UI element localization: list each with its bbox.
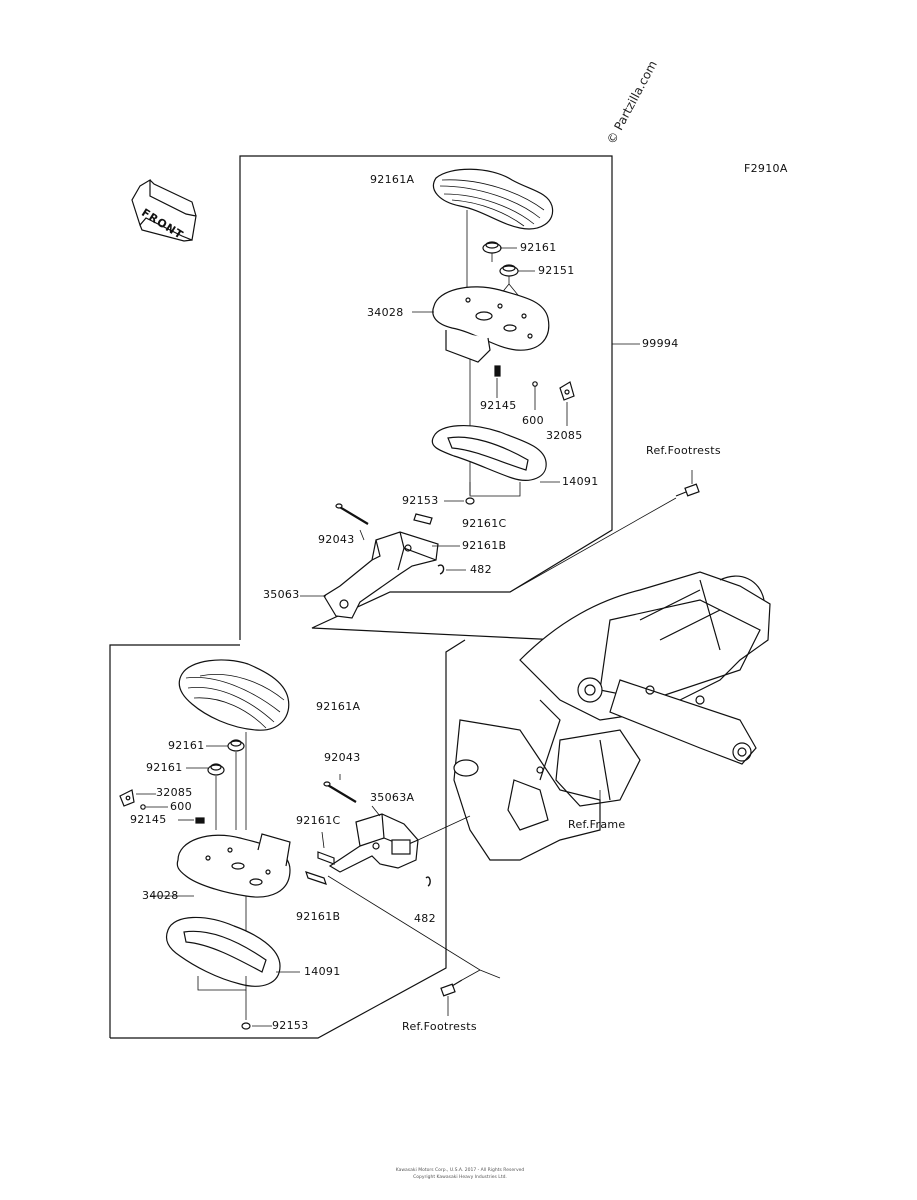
label-32085-lower: 32085	[156, 786, 193, 799]
label-ref-footrests-lower: Ref.Footrests	[402, 1020, 477, 1033]
label-92161-lower-2: 92161	[146, 761, 183, 774]
label-35063: 35063	[263, 588, 300, 601]
label-35063a: 35063A	[370, 791, 415, 804]
label-92043-upper: 92043	[318, 533, 355, 546]
holder-lower	[328, 813, 419, 873]
floorboard-pad-upper	[432, 168, 554, 230]
label-92161-upper: 92161	[520, 241, 557, 254]
holder-upper	[323, 531, 439, 619]
label-92161b-upper: 92161B	[462, 539, 507, 552]
damper-c-upper	[413, 513, 433, 525]
damper-lower	[207, 739, 245, 776]
label-92161-lower-1: 92161	[168, 739, 205, 752]
label-14091-upper: 14091	[562, 475, 599, 488]
footrest-bolt-lower	[440, 979, 463, 997]
nut-lower	[241, 1022, 251, 1030]
spring-pin-upper	[437, 564, 445, 575]
cover-lower	[165, 916, 281, 987]
shaft-upper	[335, 503, 369, 525]
label-32085-upper: 32085	[546, 429, 583, 442]
label-92161c-upper: 92161C	[462, 517, 507, 530]
front-arrow-icon	[131, 178, 197, 242]
damper-upper	[482, 241, 519, 277]
label-92161a-lower: 92161A	[316, 700, 361, 713]
label-92145-upper: 92145	[480, 399, 517, 412]
floorboard-pad-lower	[178, 659, 290, 731]
footrest-bolt-upper	[675, 483, 700, 497]
label-92043-lower: 92043	[324, 751, 361, 764]
label-ref-footrests-upper: Ref.Footrests	[646, 444, 721, 457]
pin-upper	[532, 381, 538, 410]
footer-copyright-2: Copyright Kawasaki Heavy Industries Ltd.	[413, 1175, 507, 1180]
label-92151-upper: 92151	[538, 264, 575, 277]
pin-lower	[140, 804, 146, 810]
label-99994: 99994	[642, 337, 679, 350]
bracket-plate-lower	[176, 833, 291, 898]
label-92153-upper: 92153	[402, 494, 439, 507]
motorcycle-frame	[453, 571, 771, 861]
label-34028-upper: 34028	[367, 306, 404, 319]
bracket-plate-upper	[432, 286, 550, 363]
footer-copyright-1: Kawasaki Motors Corp., U.S.A. 2017 - All…	[395, 1168, 525, 1173]
label-482-upper: 482	[470, 563, 492, 576]
lower-assembly-outline	[109, 639, 466, 1039]
shaft-lower	[323, 781, 357, 803]
label-34028-lower: 34028	[142, 889, 179, 902]
label-92161a-upper: 92161A	[370, 173, 415, 186]
figure-code: F2910A	[744, 162, 788, 175]
cover-upper	[431, 425, 547, 481]
label-482-lower: 482	[414, 912, 436, 925]
label-92161b-lower: 92161B	[296, 910, 341, 923]
label-92153-lower: 92153	[272, 1019, 309, 1032]
nut-upper	[465, 497, 475, 505]
label-600-upper: 600	[522, 414, 544, 427]
label-ref-frame: Ref.Frame	[568, 818, 626, 831]
clip-lower	[119, 789, 135, 807]
damper-b-lower	[305, 871, 327, 885]
upper-assembly-outline	[239, 155, 613, 641]
spring-pin-lower	[425, 876, 431, 887]
label-600-lower: 600	[170, 800, 192, 813]
label-92145-lower: 92145	[130, 813, 167, 826]
clip-upper	[559, 381, 575, 401]
damper-c-lower	[317, 851, 335, 865]
label-92161c-lower: 92161C	[296, 814, 341, 827]
bolt-small-lower	[195, 817, 205, 824]
label-14091-lower: 14091	[304, 965, 341, 978]
bolt-small-upper	[494, 365, 501, 377]
